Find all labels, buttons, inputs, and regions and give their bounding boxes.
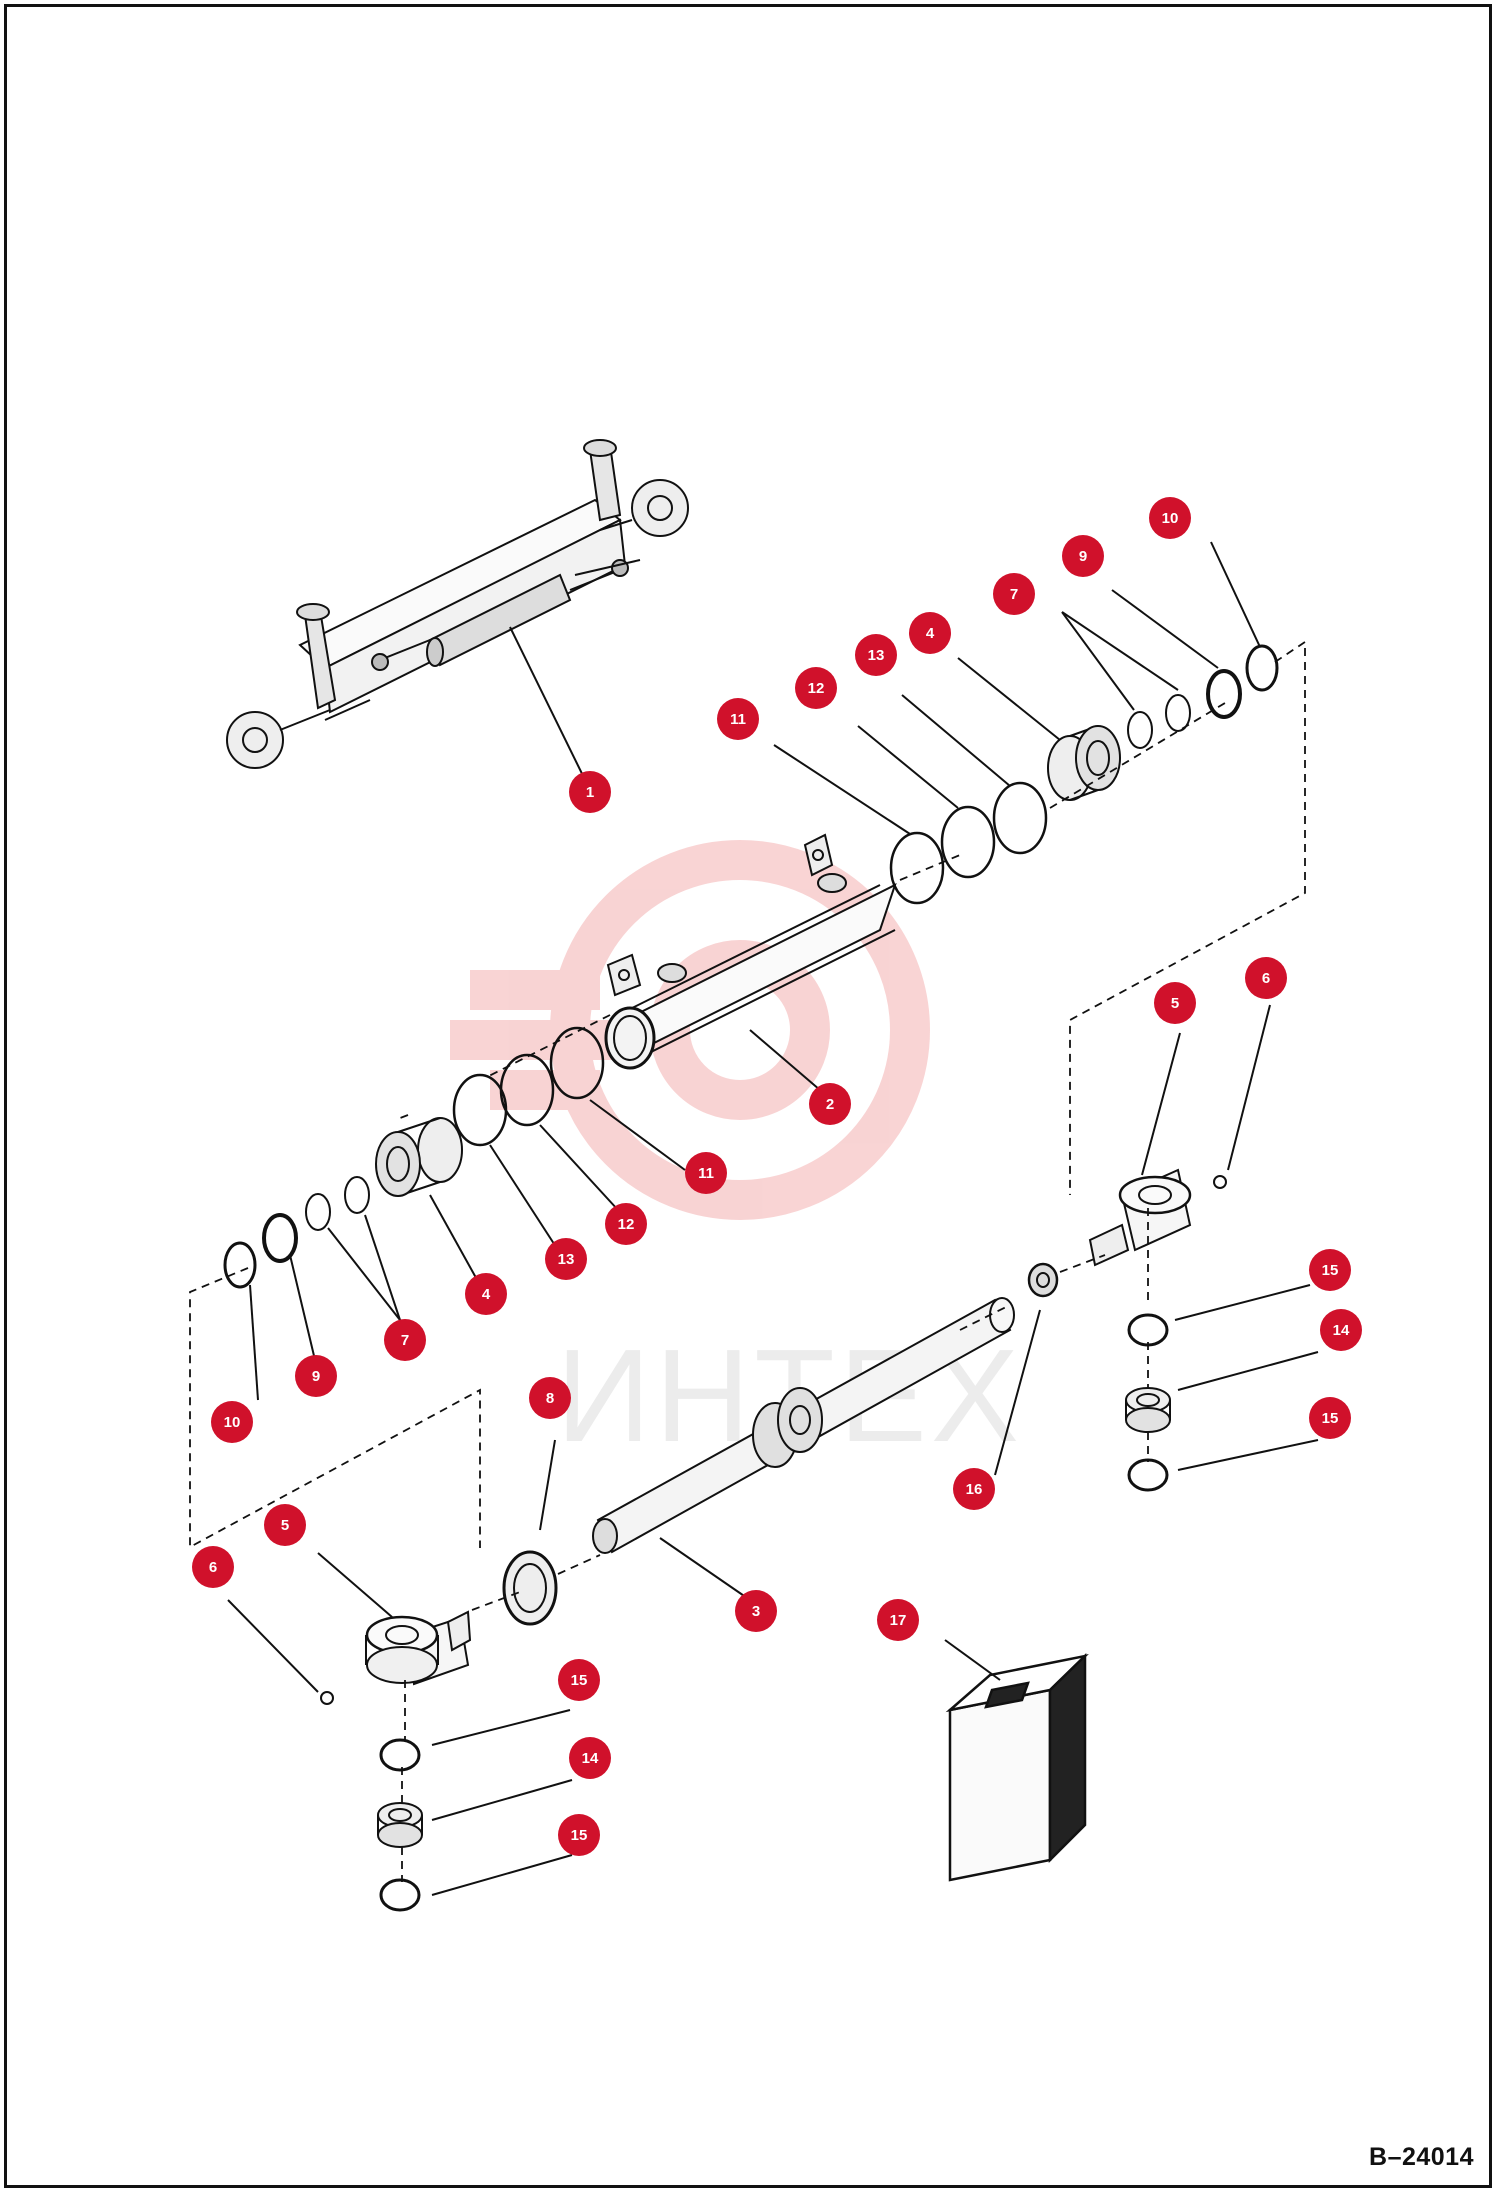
callout-15-right-bottom: 15 (1309, 1397, 1351, 1439)
callout-14-right: 14 (1320, 1309, 1362, 1351)
callout-4-lower: 4 (465, 1273, 507, 1315)
callout-13-upper: 13 (855, 634, 897, 676)
callout-2: 2 (809, 1083, 851, 1125)
grease-fitting-6-left (320, 1691, 334, 1705)
callout-12-upper: 12 (795, 667, 837, 709)
snap-ring-10-lower (223, 1241, 257, 1289)
assembly-guide-lines (189, 640, 1306, 1882)
callout-3: 3 (735, 1590, 777, 1632)
callout-7-upper: 7 (993, 573, 1035, 615)
callout-15-left-top: 15 (558, 1659, 600, 1701)
piston-rod (592, 1297, 1015, 1554)
drawing-frame (4, 4, 1492, 2188)
retaining-ring-15-right-top (1127, 1313, 1169, 1347)
callout-15-left-bottom: 15 (558, 1814, 600, 1856)
callout-8: 8 (529, 1377, 571, 1419)
callout-10-lower: 10 (211, 1401, 253, 1443)
seal-ring-7b-upper (1165, 694, 1191, 732)
seal-ring-12-upper (940, 805, 996, 879)
bearing-14-right (1125, 1387, 1171, 1433)
callout-14-left: 14 (569, 1737, 611, 1779)
callout-9-upper: 9 (1062, 535, 1104, 577)
seal-ring-7a-lower (344, 1176, 370, 1214)
retaining-ring-15-right-bottom (1127, 1458, 1169, 1492)
rod-eye-right (1088, 1168, 1192, 1267)
rod-wiper-seal (502, 1550, 558, 1626)
callout-5-left: 5 (264, 1504, 306, 1546)
wiper-ring-9-upper (1206, 669, 1242, 719)
callout-9-lower: 9 (295, 1355, 337, 1397)
wiper-ring-9-lower (262, 1213, 298, 1263)
retaining-ring-15-left-top (379, 1738, 421, 1772)
callout-11-lower: 11 (685, 1152, 727, 1194)
gland-4-upper (1047, 725, 1121, 801)
rod-nut (1027, 1262, 1059, 1298)
steering-axle-assembly (226, 439, 689, 769)
rod-eye-left (365, 1610, 472, 1686)
callout-5-right: 5 (1154, 982, 1196, 1024)
cylinder-barrel (604, 833, 897, 1070)
grease-fitting-6-right (1213, 1175, 1227, 1189)
retaining-ring-15-left-bottom (379, 1878, 421, 1912)
callout-6-left: 6 (192, 1546, 234, 1588)
drawing-reference-code: B–24014 (1369, 2143, 1474, 2171)
callout-10-upper: 10 (1149, 497, 1191, 539)
seal-ring-13-lower (452, 1073, 508, 1147)
bearing-14-left (377, 1802, 423, 1848)
callout-1: 1 (569, 771, 611, 813)
callout-7-lower: 7 (384, 1319, 426, 1361)
callout-6-right: 6 (1245, 957, 1287, 999)
seal-ring-13-upper (992, 781, 1048, 855)
seal-ring-7b-lower (305, 1193, 331, 1231)
callout-15-right-top: 15 (1309, 1249, 1351, 1291)
callout-12-lower: 12 (605, 1203, 647, 1245)
callout-4-upper: 4 (909, 612, 951, 654)
callout-16: 16 (953, 1468, 995, 1510)
callout-17: 17 (877, 1599, 919, 1641)
snap-ring-10-upper (1245, 644, 1279, 692)
callout-11-upper: 11 (717, 698, 759, 740)
callout-13-lower: 13 (545, 1238, 587, 1280)
seal-ring-11-upper (889, 831, 945, 905)
gland-4-lower (375, 1117, 463, 1197)
seal-ring-11-lower (549, 1026, 605, 1100)
seal-kit-box (945, 1653, 1089, 1882)
seal-ring-7a-upper (1127, 711, 1153, 749)
